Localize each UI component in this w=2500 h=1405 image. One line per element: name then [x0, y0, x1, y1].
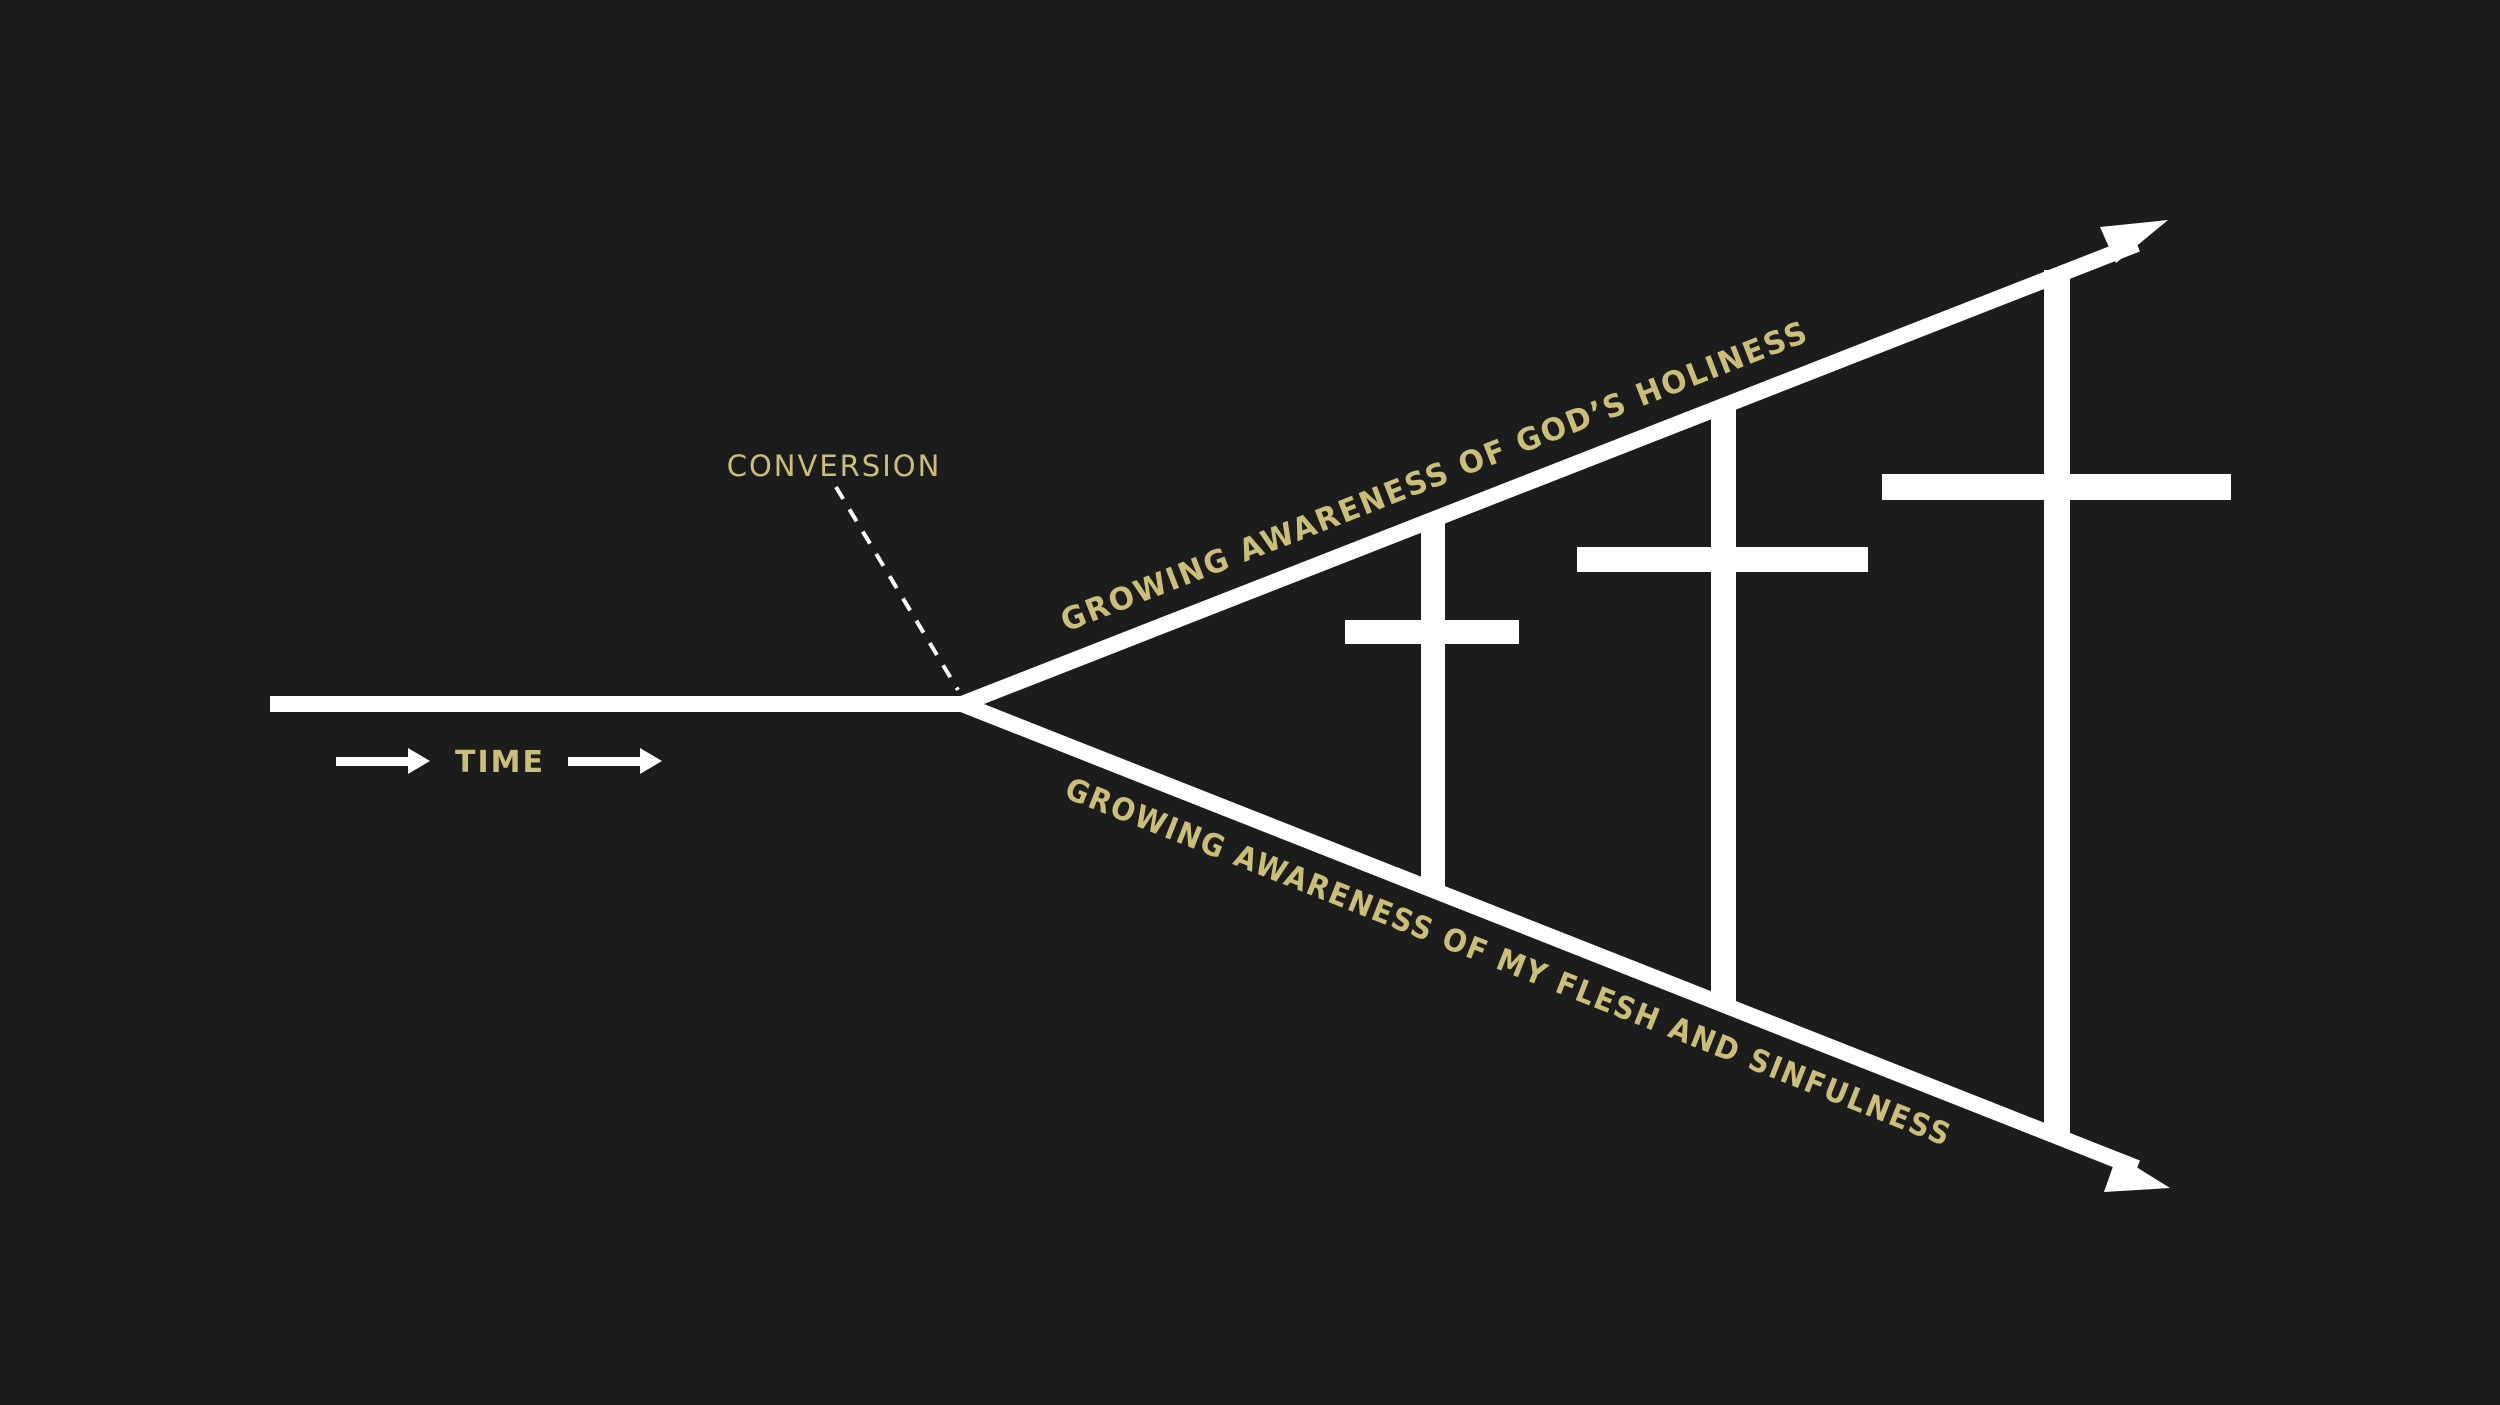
holiness-arrowhead	[2100, 220, 2168, 263]
holiness-line	[959, 236, 2140, 712]
cross-icon	[1345, 518, 1519, 886]
cross-medium-vertical	[1711, 404, 1736, 1002]
cross-icon	[1882, 270, 2231, 1138]
conversion-pointer	[834, 485, 960, 692]
cross-large-horizontal	[1882, 474, 2231, 500]
right-arrow-icon	[336, 748, 430, 774]
cross-large-vertical	[2044, 270, 2070, 1138]
sinfulness-label: GROWING AWARENESS OF MY FLESH AND SINFUL…	[1060, 771, 1957, 1154]
cross-small-horizontal	[1345, 620, 1519, 644]
cross-medium-horizontal	[1577, 547, 1868, 572]
conversion-label: CONVERSION	[727, 449, 942, 483]
time-label: TIME	[455, 745, 545, 780]
sinfulness-arrowhead	[2104, 1155, 2170, 1192]
cross-small-vertical	[1421, 518, 1445, 886]
right-arrow-icon	[568, 748, 662, 774]
sinfulness-line	[959, 696, 2140, 1176]
cross-icon	[1577, 404, 1868, 1002]
